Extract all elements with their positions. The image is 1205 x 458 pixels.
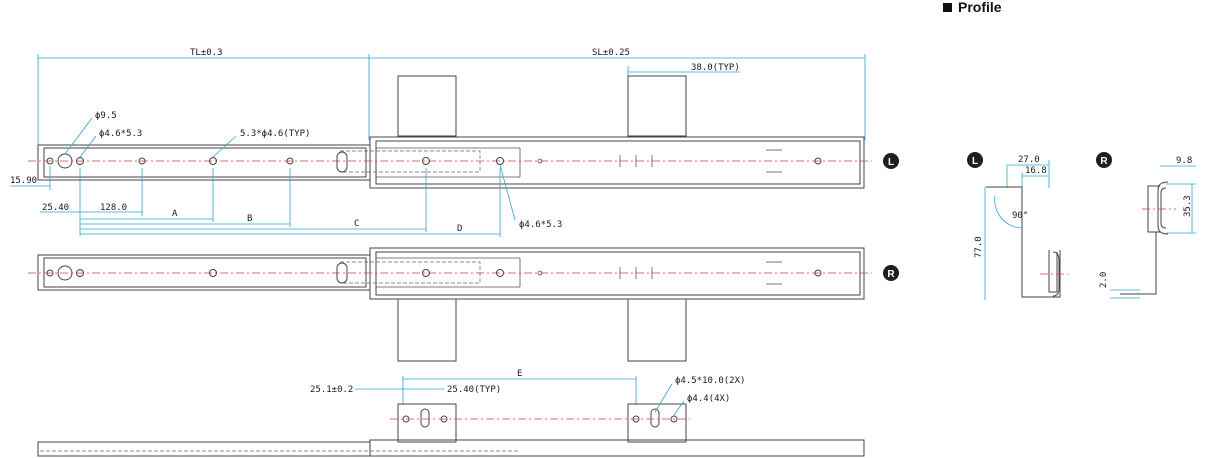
dim-phi-9-5: ϕ9.5 xyxy=(95,111,117,121)
profile-dim-2-0: 2.0 xyxy=(1099,272,1109,288)
dim-phi-4-6x5-3-left: ϕ4.6*5.3 xyxy=(99,129,142,139)
dim-e: E xyxy=(517,369,522,379)
slide-left-view: L xyxy=(28,136,899,189)
dim-38-typ: 38.0(TYP) xyxy=(691,63,740,73)
profile-dim-35-3: 35.3 xyxy=(1183,195,1193,217)
dim-sl: SL±0.25 xyxy=(592,48,630,58)
dim-b: B xyxy=(247,214,252,224)
dim-c: C xyxy=(354,219,359,229)
profile-dim-9-8: 9.8 xyxy=(1176,156,1192,166)
dim-slot-5-3x4-6: 5.3*ϕ4.6(TYP) xyxy=(240,129,310,139)
dim-25-40: 25.40 xyxy=(42,203,69,213)
slide-right-view: R xyxy=(28,247,899,300)
top-overall-dimensions: TL±0.3 SL±0.25 38.0(TYP) xyxy=(37,48,866,148)
slide-left-badge: L xyxy=(888,157,894,168)
lower-brackets xyxy=(397,298,687,362)
dim-d: D xyxy=(457,224,462,234)
profile-title: Profile xyxy=(958,0,1002,15)
profile-dim-77: 77.0 xyxy=(974,236,984,258)
dim-25-40-typ: 25.40(TYP) xyxy=(447,385,501,395)
profile-right-badge: R xyxy=(1100,156,1108,167)
bottom-view: E 25.1±0.2 25.40(TYP) ϕ4.5*10.0(2X) ϕ4.4… xyxy=(37,369,865,457)
profile-left: L 27.0 16.8 90° 77.0 xyxy=(967,152,1068,300)
upper-brackets xyxy=(397,75,687,137)
dim-a: A xyxy=(172,209,178,219)
dim-128-0: 128.0 xyxy=(100,203,127,213)
profile-angle: 90° xyxy=(1012,211,1028,221)
dim-25-1: 25.1±0.2 xyxy=(310,385,353,395)
dim-phi-4-6x5-3-right: ϕ4.6*5.3 xyxy=(519,220,562,230)
slide-right-badge: R xyxy=(887,269,895,280)
profile-heading: Profile xyxy=(943,0,1002,15)
dim-15-90: 15.90 xyxy=(10,176,37,186)
profile-dim-16-8: 16.8 xyxy=(1025,166,1047,176)
profile-dim-27: 27.0 xyxy=(1018,155,1040,165)
profile-right: R 9.8 35.3 2.0 xyxy=(1096,152,1196,299)
profile-left-badge: L xyxy=(972,156,978,167)
dim-phi-4-4: ϕ4.4(4X) xyxy=(687,394,730,404)
dim-phi-4-5-slot: ϕ4.5*10.0(2X) xyxy=(675,376,745,386)
dim-tl: TL±0.3 xyxy=(190,48,223,58)
slide-left-annotations: ϕ9.5 ϕ4.6*5.3 5.3*ϕ4.6(TYP) 15.90 25.40 … xyxy=(10,111,562,237)
